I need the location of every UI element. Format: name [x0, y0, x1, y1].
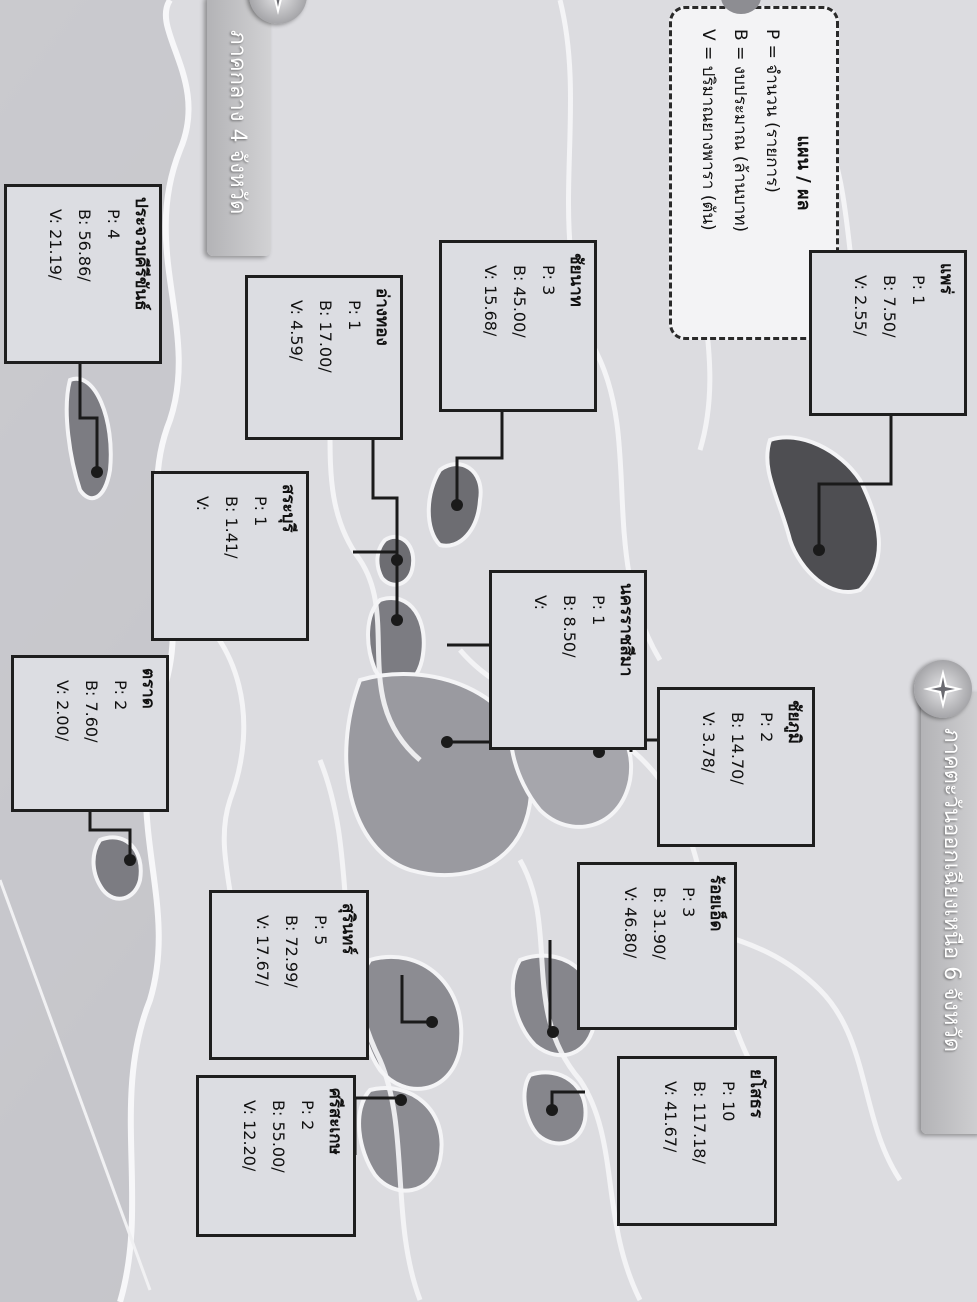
marker-yasothon: [546, 1104, 558, 1116]
province-box-saraburi: สระบุรี P: 1 B: 1.41/ V:: [151, 471, 309, 641]
province-b: B: 7.60/: [82, 680, 101, 743]
province-b: B: 31.90/: [650, 887, 669, 960]
marker-angthong: [391, 554, 403, 566]
province-box-sisaket: ศรีสะเกษ P: 2 B: 55.00/ V: 12.20/: [196, 1075, 356, 1237]
marker-phrae: [813, 544, 825, 556]
province-shape-roiet: [510, 953, 598, 1058]
province-b: B: 117.18/: [690, 1081, 709, 1164]
province-v: V: 12.20/: [240, 1100, 259, 1172]
province-box-prachuap: ประจวบคีรีขันธ์ P: 4 B: 56.86/ V: 21.19/: [4, 184, 162, 364]
province-box-roiet: ร้อยเอ็ด P: 3 B: 31.90/ V: 46.80/: [577, 862, 737, 1030]
connector-roiet: [548, 940, 553, 1034]
marker-prachuap: [91, 466, 103, 478]
connector-sisaket: [353, 1096, 401, 1155]
province-p: P: 5: [311, 915, 330, 946]
province-name: นครราชสีมา: [616, 583, 636, 677]
province-v: V: 2.00/: [53, 680, 72, 742]
province-box-trat: ตราด P: 2 B: 7.60/ V: 2.00/: [11, 655, 169, 812]
connector-surin: [400, 975, 432, 1024]
province-v: V: 2.55/: [851, 275, 870, 337]
province-name: ยโสธร: [746, 1069, 766, 1118]
map-diagonal-line: [0, 879, 152, 1291]
province-name: ประจวบคีรีขันธ์: [131, 197, 151, 311]
province-p: P: 1: [345, 300, 364, 331]
compass-rose-icon: [914, 660, 972, 718]
province-p: P: 1: [589, 595, 608, 626]
province-p: P: 2: [757, 712, 776, 743]
marker-nakhonratchasima: [441, 736, 453, 748]
province-name: ตราด: [138, 668, 158, 709]
province-box-chainat: ชัยนาท P: 3 B: 45.00/ V: 15.68/: [439, 240, 597, 412]
province-p: P: 1: [909, 275, 928, 306]
province-shape-sisaket: [357, 1086, 444, 1193]
province-v: V: 41.67/: [661, 1081, 680, 1153]
province-b: B: 7.50/: [880, 275, 899, 338]
connector-trat: [88, 810, 132, 860]
province-b: B: 1.41/: [222, 496, 241, 559]
province-name: แพร่: [936, 263, 956, 295]
province-box-angthong: อ่างทอง P: 1 B: 17.00/ V: 4.59/: [245, 275, 403, 440]
province-v: V: 15.68/: [481, 265, 500, 337]
province-box-surin: สุรินทร์ P: 5 B: 72.99/ V: 17.67/: [209, 890, 369, 1060]
marker-chainat: [451, 499, 463, 511]
connector-angthong: [371, 438, 399, 560]
province-b: B: 14.70/: [728, 712, 747, 785]
province-p: P: 2: [111, 680, 130, 711]
province-p: P: 3: [539, 265, 558, 296]
province-name: ชัยภูมิ: [784, 700, 804, 744]
region-banner-central: ภาคกลาง 4 จังหวัด: [207, 0, 271, 256]
province-box-yasothon: ยโสธร P: 10 B: 117.18/ V: 41.67/: [617, 1056, 777, 1226]
province-v: V: 4.59/: [287, 300, 306, 362]
region-label-northeast: ภาคตะวันออกเฉียงเหนือ 6 จังหวัด: [939, 728, 965, 1052]
province-name: สุรินทร์: [338, 903, 358, 955]
province-v: V: 21.19/: [46, 209, 65, 281]
province-v: V:: [531, 595, 550, 611]
province-name: ชัยนาท: [566, 253, 586, 307]
legend-line-b: B = งบประมาณ (ล้านบาท): [730, 29, 750, 233]
province-p: P: 2: [298, 1100, 317, 1131]
province-v: V: 17.67/: [253, 915, 272, 987]
connector-phrae: [817, 414, 893, 550]
province-v: V: 3.78/: [699, 712, 718, 774]
connector-chainat: [455, 410, 504, 505]
province-name: สระบุรี: [278, 484, 298, 533]
legend-line-p: P = จำนวน (รายการ): [762, 29, 782, 193]
province-b: B: 17.00/: [316, 300, 335, 373]
province-b: B: 55.00/: [269, 1100, 288, 1173]
province-v: V: 46.80/: [621, 887, 640, 959]
connector-saraburi: [353, 550, 399, 620]
province-shape-phrae: [765, 435, 881, 594]
province-name: ศรีสะเกษ: [325, 1088, 345, 1155]
province-b: B: 8.50/: [560, 595, 579, 658]
province-name: ร้อยเอ็ด: [706, 875, 726, 932]
province-box-phrae: แพร่ P: 1 B: 7.50/ V: 2.55/: [809, 250, 967, 416]
legend-line-v: V = ปริมาณยางพารา (ตัน): [698, 29, 718, 231]
province-p: P: 4: [104, 209, 123, 240]
marker-surin: [426, 1016, 438, 1028]
province-p: P: 1: [251, 496, 270, 527]
connector-prachuap: [78, 362, 99, 472]
province-name: อ่างทอง: [372, 288, 392, 346]
province-box-chaiyaphum: ชัยภูมิ P: 2 B: 14.70/ V: 3.78/: [657, 687, 815, 847]
marker-roiet: [547, 1026, 559, 1038]
province-p: P: 10: [719, 1081, 738, 1122]
marker-trat: [124, 854, 136, 866]
region-label-central: ภาคกลาง 4 จังหวัด: [225, 30, 251, 215]
province-box-nakhonratchasima: นครราชสีมา P: 1 B: 8.50/ V:: [489, 570, 647, 750]
marker-sisaket: [395, 1094, 407, 1106]
province-v: V:: [193, 496, 212, 512]
province-b: B: 72.99/: [282, 915, 301, 988]
region-banner-northeast: ภาคตะวันออกเฉียงเหนือ 6 จังหวัด: [921, 692, 977, 1134]
marker-saraburi: [391, 614, 403, 626]
province-p: P: 3: [679, 887, 698, 918]
province-b: B: 45.00/: [510, 265, 529, 338]
province-b: B: 56.86/: [75, 209, 94, 282]
